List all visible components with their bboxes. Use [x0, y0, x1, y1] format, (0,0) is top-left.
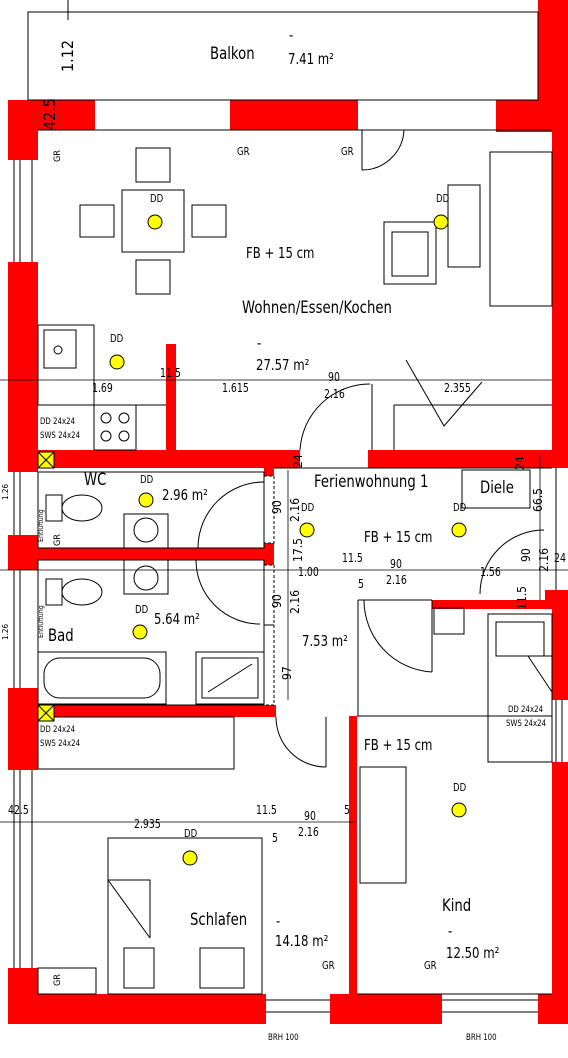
dim-1-69: 1.69: [92, 381, 113, 395]
room-dash-balkon: -: [289, 26, 294, 44]
label-brh: BRH 100: [466, 1033, 497, 1043]
room-name-wohnen: Wohnen/Essen/Kochen: [242, 298, 392, 318]
dim-24: 24: [513, 456, 527, 470]
room-area-schlafen: 14.18 m²: [275, 932, 329, 950]
room-name-schlafen: Schlafen: [190, 910, 248, 930]
dim-90: 90: [270, 594, 284, 608]
dim-2-16: 2.16: [298, 825, 319, 839]
room-name-bad: Bad: [48, 626, 74, 646]
label-dd: DD: [110, 332, 124, 345]
dim-90: 90: [519, 548, 533, 562]
dim-24: 24: [291, 454, 305, 468]
walls: [8, 0, 568, 1024]
label-sws-size: SWS 24x24: [40, 431, 81, 441]
floor-height-wohnen: FB + 15 cm: [246, 244, 315, 262]
label-ventilation: Entlüftung: [37, 509, 45, 542]
room-area-diele: 7.53 m²: [302, 632, 348, 650]
dim-5: 5: [358, 577, 364, 591]
label-dd: DD: [436, 192, 450, 205]
apartment-name: Ferienwohnung 1: [314, 472, 429, 492]
label-dd: DD: [150, 192, 164, 205]
dim-11-5: 11.5: [515, 585, 529, 610]
dim-97: 97: [280, 666, 294, 680]
label-dd-size: DD 24x24: [40, 725, 76, 735]
label-gr: GR: [322, 959, 335, 972]
dim-42-5: 42.5: [8, 803, 29, 817]
room-name-wc: WC: [84, 470, 107, 490]
dim-2-16: 2.16: [386, 573, 407, 587]
dim-balkon-depth: 1.12: [58, 39, 77, 72]
room-name-kind: Kind: [442, 896, 472, 916]
label-gr: GR: [341, 145, 354, 158]
label-sws-size: SWS 24x24: [40, 739, 81, 749]
label-gr: GR: [237, 145, 250, 158]
dim-1-615: 1.615: [222, 381, 249, 395]
label-ventilation: Entlüftung: [37, 605, 45, 638]
label-brh: BRH 100: [268, 1033, 299, 1043]
shaft-markers: [37, 451, 55, 722]
dim-90: 90: [390, 557, 402, 571]
room-dash-wohnen: -: [257, 334, 262, 352]
floor-height-diele: FB + 15 cm: [364, 528, 433, 546]
dim-2-935: 2.935: [134, 817, 161, 831]
dim-2-16: 2.16: [288, 497, 302, 522]
dim-2-16: 2.16: [288, 589, 302, 614]
dim-66-5: 66.5: [531, 487, 545, 512]
room-dash-schlafen: -: [276, 912, 281, 930]
label-dd: DD: [301, 501, 315, 514]
label-dd: DD: [453, 781, 467, 794]
room-name-diele: Diele: [480, 478, 514, 498]
label-dd-size: DD 24x24: [508, 705, 544, 715]
dim-1-26: 1.26: [1, 483, 10, 500]
room-area-wohnen: 27.57 m²: [256, 356, 310, 374]
floor-height-schlafen: FB + 15 cm: [364, 736, 433, 754]
dim-90: 90: [328, 370, 340, 384]
label-gr: GR: [53, 534, 63, 546]
dim-11-5: 11.5: [342, 551, 363, 565]
label-gr: GR: [53, 974, 63, 986]
dim-1-26: 1.26: [1, 623, 10, 640]
dim-2-355: 2.355: [444, 381, 471, 395]
dim-24: 24: [554, 551, 566, 565]
label-dd-size: DD 24x24: [40, 417, 76, 427]
dim-11-5: 11.5: [256, 803, 277, 817]
dim-wall-thickness: 42.5: [40, 97, 59, 130]
label-dd: DD: [453, 501, 467, 514]
dim-1-56: 1.56: [480, 565, 501, 579]
label-dd: DD: [184, 827, 198, 840]
dd-markers: [109, 214, 467, 866]
linework: [0, 0, 568, 1013]
dim-90: 90: [304, 809, 316, 823]
dim-2-16: 2.16: [324, 387, 345, 401]
dim-5: 5: [344, 803, 350, 817]
label-dd: DD: [140, 473, 154, 486]
room-area-wc: 2.96 m²: [162, 486, 208, 504]
dim-17-5: 17.5: [291, 537, 305, 562]
dim-90: 90: [270, 500, 284, 514]
label-dd: DD: [135, 603, 149, 616]
label-gr: GR: [53, 150, 63, 162]
dim-2-16: 2.16: [537, 547, 551, 572]
room-area-kind: 12.50 m²: [446, 944, 500, 962]
dim-1-00: 1.00: [298, 565, 319, 579]
dim-11-5: 11.5: [160, 366, 181, 380]
dim-5: 5: [272, 831, 278, 845]
room-name-balkon: Balkon: [210, 44, 255, 64]
label-gr: GR: [424, 959, 437, 972]
label-sws-size: SWS 24x24: [506, 719, 547, 729]
room-area-bad: 5.64 m²: [154, 610, 200, 628]
room-dash-kind: -: [448, 922, 453, 940]
room-area-balkon: 7.41 m²: [288, 50, 334, 68]
